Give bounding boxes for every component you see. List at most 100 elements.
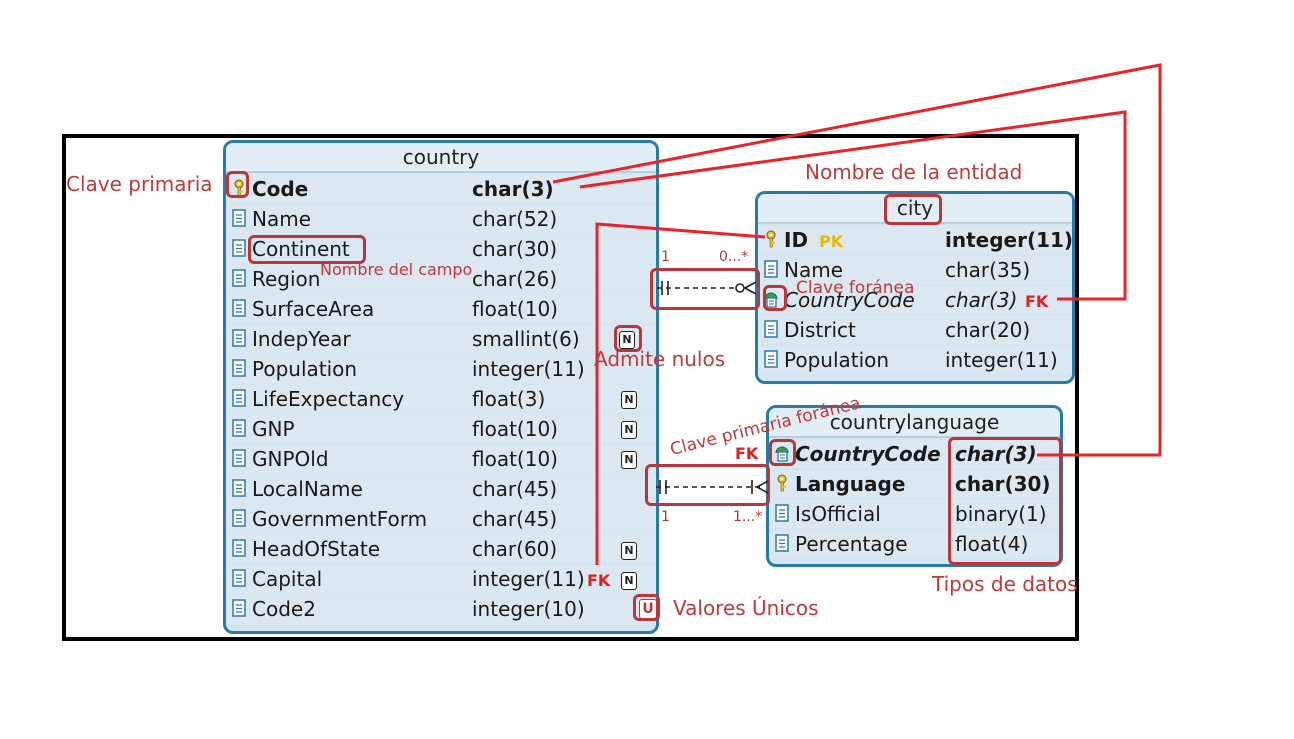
field-icon xyxy=(232,299,246,317)
field-type: float(10) xyxy=(472,417,558,441)
field-name: GNP xyxy=(252,417,295,441)
field-type: char(52) xyxy=(472,207,558,231)
field-type: char(3) xyxy=(472,177,554,201)
field-icon xyxy=(232,599,246,617)
field-name: ID xyxy=(784,228,809,252)
field-name: GNPOld xyxy=(252,447,329,471)
field-icon xyxy=(232,449,246,467)
highlight-relation-lang xyxy=(645,464,770,506)
annotation-nullable: Admite nulos xyxy=(594,347,726,371)
annotation-data-types: Tipos de datos xyxy=(932,572,1078,596)
null-badge-headofstate: N xyxy=(621,542,637,560)
relation-country-countrylanguage xyxy=(656,480,769,494)
annotation-primary-key: Clave primaria xyxy=(66,172,213,196)
country-row-governmentform: GovernmentForm char(45) xyxy=(226,505,656,533)
field-icon xyxy=(232,269,246,287)
field-name: Continent xyxy=(252,237,350,261)
field-type: smallint(6) xyxy=(472,327,580,351)
country-row-continent: Continent char(30) xyxy=(226,235,656,263)
highlight-fpk-icon xyxy=(769,439,796,466)
highlight-field-name xyxy=(248,235,366,264)
field-icon xyxy=(764,350,778,368)
field-name: GovernmentForm xyxy=(252,507,428,531)
field-name: Code2 xyxy=(252,597,316,621)
field-name: Name xyxy=(784,258,844,282)
fk-marker-city: FK xyxy=(1025,292,1049,311)
country-row-code2: Code2 integer(10) xyxy=(226,595,656,623)
country-row-gnpold: GNPOld float(10) xyxy=(226,445,656,473)
card-city-right: 0...* xyxy=(719,249,749,265)
field-name: Capital xyxy=(252,567,323,591)
field-name: LocalName xyxy=(252,477,363,501)
field-type: char(60) xyxy=(472,537,558,561)
field-type: integer(11) xyxy=(945,348,1058,372)
field-icon xyxy=(232,209,246,227)
field-name: LifeExpectancy xyxy=(252,387,405,411)
field-name: HeadOfState xyxy=(252,537,381,561)
highlight-relation-city xyxy=(650,268,760,310)
card-lang-left: 1 xyxy=(661,509,670,525)
field-name: Region xyxy=(252,267,321,291)
country-row-headofstate: HeadOfState char(60) xyxy=(226,535,656,563)
field-type: char(26) xyxy=(472,267,558,291)
field-type: binary(1) xyxy=(955,502,1047,526)
field-type: char(30) xyxy=(955,472,1051,496)
field-icon xyxy=(764,320,778,338)
field-icon xyxy=(232,329,246,347)
field-icon xyxy=(232,509,246,527)
country-pk-icon xyxy=(234,179,244,197)
null-badge-lifeexpectancy: N xyxy=(621,391,637,409)
highlight-entity-name xyxy=(884,194,942,225)
field-type: char(3) xyxy=(955,442,1037,466)
field-type: char(30) xyxy=(472,237,558,261)
null-badge-capital: N xyxy=(621,572,637,590)
field-icon xyxy=(232,479,246,497)
field-type: char(45) xyxy=(472,477,558,501)
annotation-entity-name: Nombre de la entidad xyxy=(805,160,1023,184)
country-row-gnp: GNP float(10) xyxy=(226,415,656,443)
entity-title-countrylanguage: countrylanguage xyxy=(769,408,1060,438)
field-type: integer(11) xyxy=(945,228,1074,252)
field-icon xyxy=(232,569,246,587)
city-pk-icon xyxy=(766,230,776,248)
field-name: Percentage xyxy=(795,532,908,556)
pk-marker-id: PK xyxy=(819,232,844,251)
field-icon xyxy=(232,419,246,437)
countrylanguage-fpk-icon xyxy=(775,446,789,462)
annotation-unique-values: Valores Únicos xyxy=(673,596,819,620)
field-icon xyxy=(232,389,246,407)
highlight-unique-badge xyxy=(633,594,660,621)
field-icon xyxy=(775,534,789,552)
relation-country-city xyxy=(657,281,757,295)
annotation-lines xyxy=(552,63,1162,565)
field-type: char(35) xyxy=(945,258,1031,282)
highlight-fk-icon xyxy=(763,285,787,311)
field-type: char(45) xyxy=(472,507,558,531)
field-type: integer(10) xyxy=(472,597,585,621)
field-type: float(10) xyxy=(472,447,558,471)
city-row-id: ID integer(11) xyxy=(758,226,1072,254)
highlight-data-types xyxy=(948,437,1062,565)
country-row-code: Code char(3) xyxy=(226,175,656,203)
field-name: SurfaceArea xyxy=(252,297,375,321)
null-badge-gnp: N xyxy=(621,421,637,439)
field-type: char(3) xyxy=(945,288,1018,312)
annotation-field-name: Nombre del campo xyxy=(320,260,473,279)
field-name: Code xyxy=(252,177,309,201)
